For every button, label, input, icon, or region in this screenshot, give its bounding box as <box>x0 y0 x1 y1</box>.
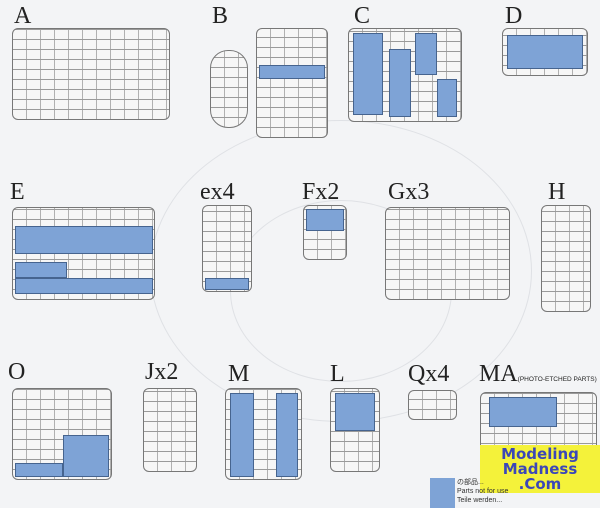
note-line: Teile werden... <box>457 497 503 504</box>
sprue-label-e: E <box>10 179 25 205</box>
highlight-part <box>15 463 63 477</box>
sprue-label-c: C <box>354 3 371 29</box>
highlight-part <box>259 65 325 79</box>
highlight-part <box>306 209 344 231</box>
sprue-o <box>12 388 112 480</box>
highlight-part <box>335 393 375 431</box>
sprue-l <box>330 388 380 472</box>
sprue-q <box>408 390 457 420</box>
note-line: の部品... <box>457 479 484 486</box>
ma-label: MA <box>479 361 518 387</box>
modeling-madness-logo: Modeling Madness .Com <box>480 445 600 493</box>
sprue-c <box>348 28 462 122</box>
sprue-e <box>12 207 155 300</box>
highlight-part <box>437 79 457 117</box>
sprue-g <box>385 207 510 300</box>
sprue-label-l: L <box>330 361 345 387</box>
sprue-ma <box>480 392 597 454</box>
sprue-label-fx2: Fx2 <box>302 179 340 205</box>
highlight-part <box>205 278 249 290</box>
highlight-part <box>15 278 153 294</box>
sprue-d <box>502 28 588 76</box>
legend-swatch <box>430 478 455 508</box>
note-line: Parts not for use <box>457 488 509 495</box>
sprue-label-h: H <box>548 179 566 205</box>
sprue-label-gx3: Gx3 <box>388 179 430 205</box>
sprue-label-a: A <box>14 3 32 29</box>
highlight-part <box>415 33 437 75</box>
highlight-part <box>63 435 109 477</box>
sprue-h <box>541 205 591 312</box>
sprue-label-ex4: ex4 <box>200 179 235 205</box>
sprue-label-d: D <box>505 3 523 29</box>
sprue-b <box>256 28 328 138</box>
sprue-f <box>303 205 347 260</box>
legend-note: の部品... Parts not for use Teile werden... <box>457 478 508 505</box>
sprue-label-o: O <box>8 359 26 385</box>
sprue-label-ma: MA(PHOTO-ETCHED PARTS) <box>479 362 597 386</box>
sprue-label-jx2: Jx2 <box>145 359 179 385</box>
sprue-j <box>143 388 197 472</box>
sprue-b-part <box>210 50 248 128</box>
highlight-part <box>389 49 411 117</box>
logo-line: .Com <box>518 475 562 493</box>
highlight-part <box>489 397 557 427</box>
highlight-part <box>15 226 153 254</box>
sprue-label-m: M <box>228 361 250 387</box>
sprue-label-b: B <box>212 3 229 29</box>
sprue-e-x4 <box>202 205 252 292</box>
ma-note: (PHOTO-ETCHED PARTS) <box>517 376 597 383</box>
highlight-part <box>507 35 583 69</box>
logo-line: Madness <box>502 460 578 478</box>
sprue-a <box>12 28 170 120</box>
sprue-m <box>225 388 302 480</box>
highlight-part <box>15 262 67 278</box>
highlight-part <box>276 393 298 477</box>
sprue-label-qx4: Qx4 <box>408 361 450 387</box>
highlight-part <box>353 33 383 115</box>
highlight-part <box>230 393 254 477</box>
logo-line: Modeling <box>501 445 579 463</box>
